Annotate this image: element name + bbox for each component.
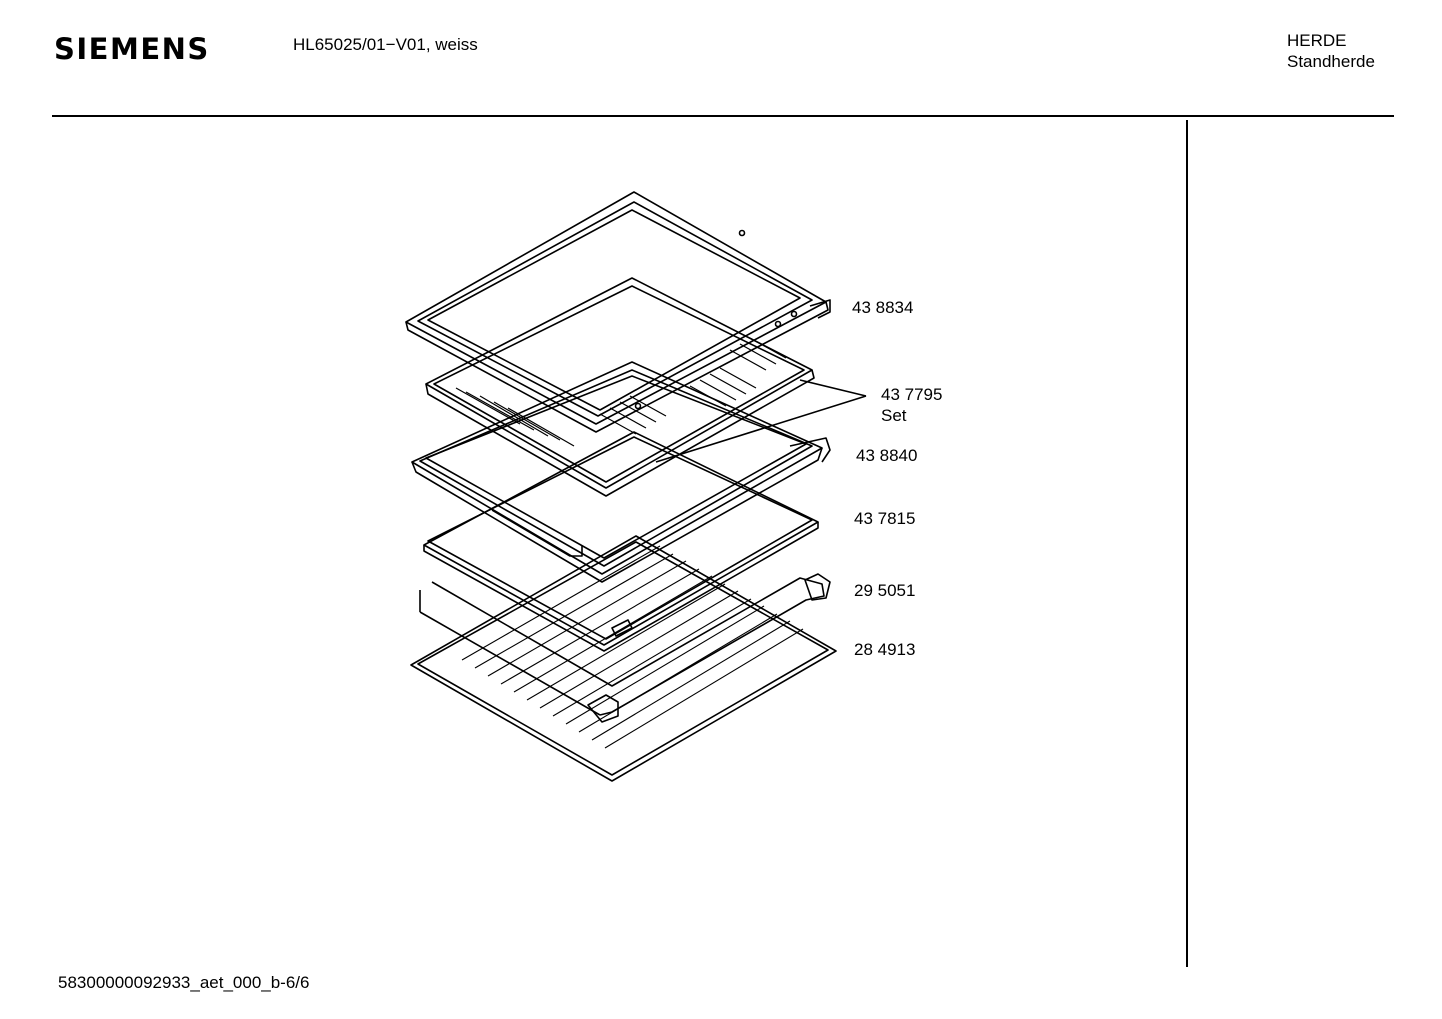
part-number-43-8840: 43 8840 — [856, 446, 918, 465]
part-number-43-7815: 43 7815 — [854, 509, 916, 528]
model-title: HL65025/01−V01, weiss — [293, 35, 478, 54]
part-number-29-5051: 29 5051 — [854, 581, 916, 600]
part-number-28-4913: 28 4913 — [854, 640, 916, 659]
part-number-43-7795: 43 7795 Set — [881, 384, 942, 426]
flat-tray-drawing — [423, 431, 819, 652]
part-number-43-7795-value: 43 7795 — [881, 385, 943, 404]
side-divider — [1186, 120, 1188, 967]
category-main: HERDE — [1287, 31, 1347, 50]
part-number-43-8834: 43 8834 — [852, 298, 914, 317]
oven-rack-drawing — [410, 535, 837, 782]
document-id: 58300000092933_aet_000_b-6/6 — [58, 973, 310, 992]
grill-insert-drawing — [425, 277, 867, 497]
category-block: HERDE Standherde — [1287, 30, 1375, 72]
category-sub: Standherde — [1287, 52, 1375, 71]
header-divider — [52, 115, 1394, 117]
brand-logo: SIEMENS — [54, 32, 210, 66]
baking-tray-drawing — [405, 191, 831, 433]
part-number-43-7795-note: Set — [881, 406, 907, 425]
